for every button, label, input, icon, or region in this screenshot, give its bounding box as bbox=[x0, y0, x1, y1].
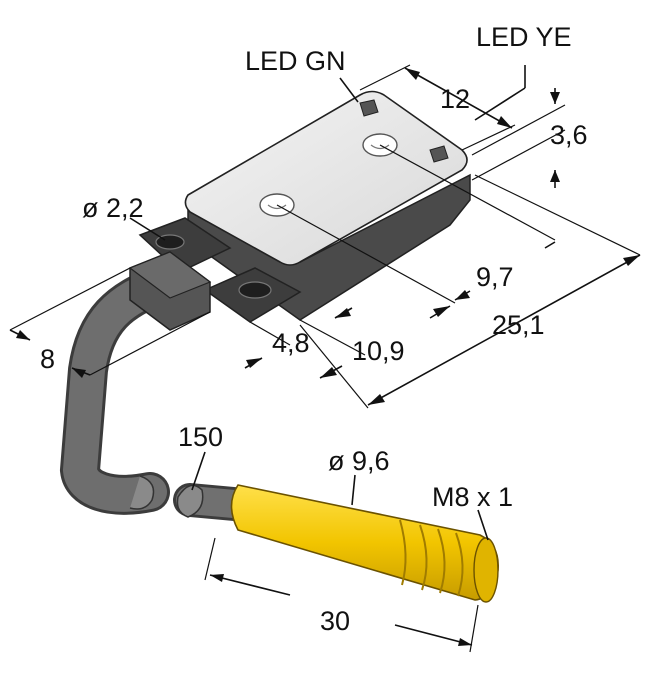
label-dim-3-6: 3,6 bbox=[550, 120, 588, 150]
label-dim-4-8: 4,8 bbox=[272, 328, 310, 358]
label-dim-12: 12 bbox=[440, 84, 470, 114]
label-dim-thread: M8 x 1 bbox=[432, 482, 513, 512]
label-dim-10-9: 10,9 bbox=[352, 336, 405, 366]
label-dim-8: 8 bbox=[40, 344, 55, 374]
dimension-labels: LED GN LED YE 12 3,6 ø 2,2 9,7 25,1 8 4,… bbox=[40, 22, 588, 636]
label-led-ye: LED YE bbox=[476, 22, 572, 52]
sensor-cable bbox=[59, 265, 180, 515]
m8-connector bbox=[230, 484, 499, 603]
label-led-gn: LED GN bbox=[245, 46, 346, 76]
led-ye-marker bbox=[429, 145, 449, 163]
sensor-housing bbox=[128, 90, 471, 331]
label-dim-30: 30 bbox=[320, 606, 350, 636]
led-gn-marker bbox=[359, 99, 379, 117]
label-dim-150: 150 bbox=[178, 422, 223, 452]
label-dim-9-7: 9,7 bbox=[476, 262, 514, 292]
label-dim-connector-dia: ø 9,6 bbox=[328, 446, 390, 476]
label-dim-25-1: 25,1 bbox=[492, 310, 545, 340]
label-dim-hole: ø 2,2 bbox=[82, 193, 144, 223]
dimension-lines bbox=[9, 64, 641, 653]
